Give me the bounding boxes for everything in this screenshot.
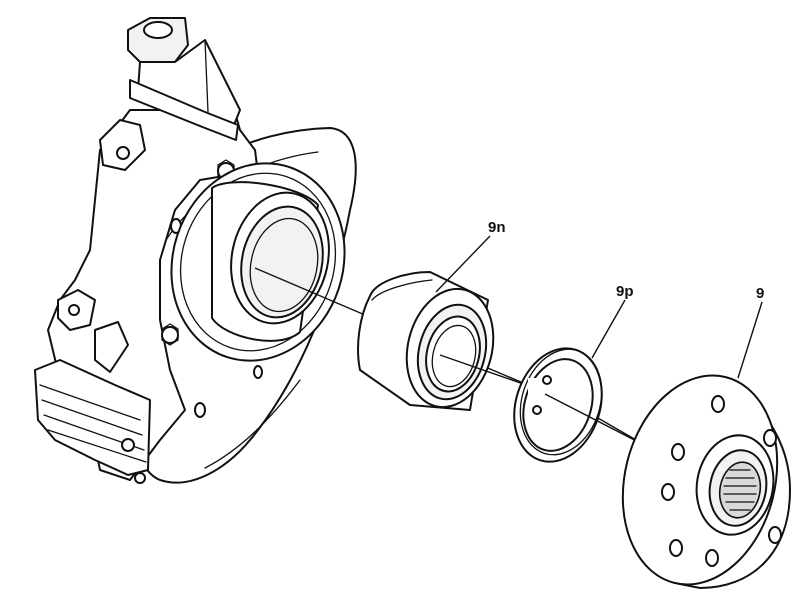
- snap-ring: [513, 347, 651, 463]
- hub-flange: [621, 374, 791, 589]
- callout-hub-flange: 9: [737, 285, 764, 379]
- steering-knuckle: [34, 17, 357, 484]
- callout-bearing: 9n: [435, 219, 506, 293]
- callout-label-9n: 9n: [488, 219, 506, 236]
- wheel-bearing: [357, 271, 536, 411]
- callout-label-9: 9: [756, 285, 764, 302]
- callout-snap-ring: 9p: [591, 283, 634, 359]
- callout-label-9p: 9p: [616, 283, 634, 300]
